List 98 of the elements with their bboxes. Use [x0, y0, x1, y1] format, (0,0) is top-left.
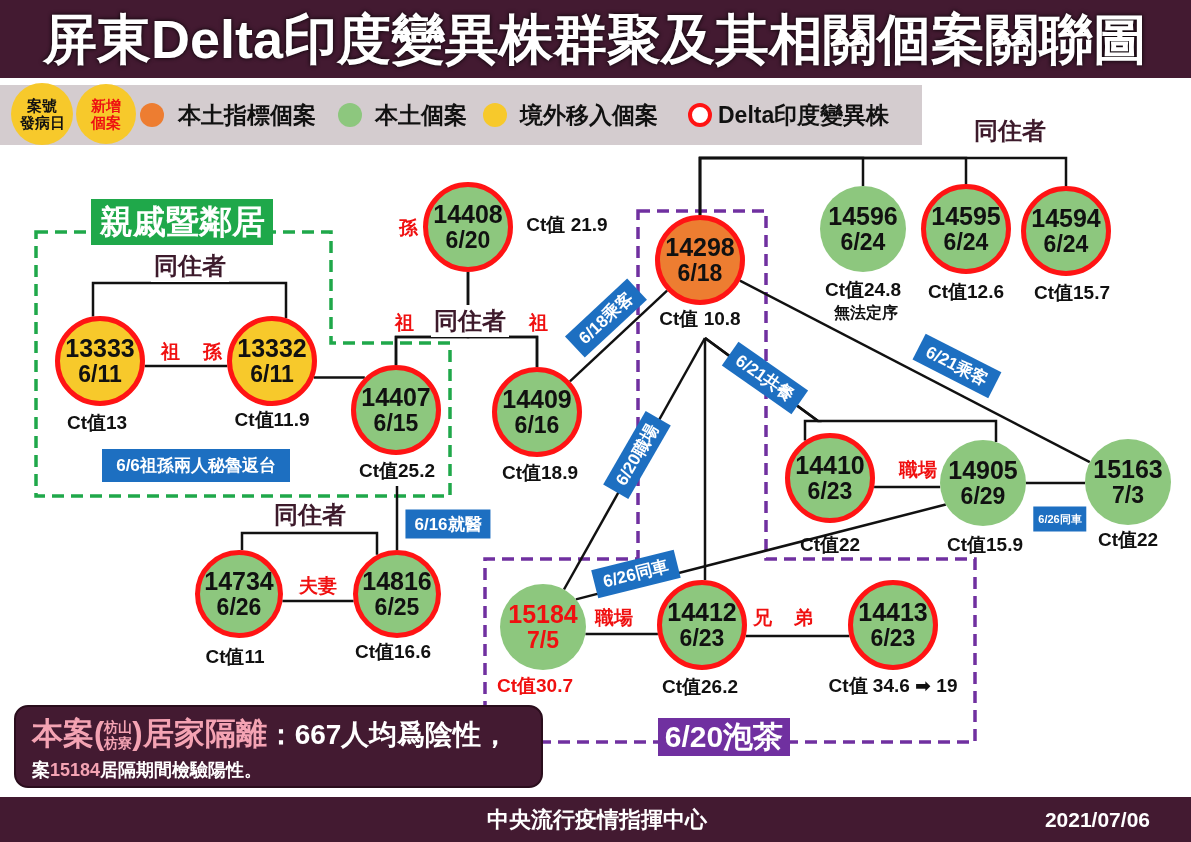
case-number: 15163 — [1093, 456, 1163, 483]
onset-date: 6/15 — [373, 411, 419, 436]
onset-date: 6/16 — [514, 413, 560, 438]
key-text: 發病日 — [19, 114, 65, 131]
case-number: 14410 — [795, 452, 865, 479]
connector-line — [703, 338, 707, 581]
case-number: 14734 — [204, 568, 274, 595]
note-text: 本案($^{枋山}$$_{枋寮}$)居家隔離：667人均爲陰性， — [32, 715, 510, 753]
case-number: 13332 — [237, 335, 307, 362]
onset-date: 6/11 — [78, 362, 122, 387]
onset-date: 6/26 — [216, 595, 262, 620]
ct-value: Ct值26.2 — [662, 676, 738, 698]
case-number: 14595 — [931, 203, 1001, 230]
onset-date: 7/5 — [527, 628, 559, 653]
relation-label: 孫 — [398, 217, 418, 239]
case-number: 14596 — [828, 203, 898, 230]
connector-line — [240, 531, 379, 555]
ct-value: Ct值11 — [205, 646, 265, 668]
date-text: 2021/07/06 — [1044, 808, 1150, 832]
connector-line — [874, 485, 941, 489]
edge-label: 夫妻 — [299, 574, 337, 598]
edge-label: 同住者 — [151, 250, 229, 282]
edge-label: 6/26同車 — [1033, 506, 1087, 532]
edge-label: 職場 — [899, 458, 937, 482]
ct-value: Ct值 34.6 ➡ 19 — [828, 675, 958, 697]
edge-label: 6/26同車 — [591, 549, 681, 599]
relation-label: 孫 — [202, 341, 222, 363]
onset-date: 7/3 — [1112, 483, 1144, 508]
onset-date: 6/25 — [374, 595, 420, 620]
connector-line — [585, 632, 658, 636]
connector-line — [282, 599, 354, 603]
relation-label: 弟 — [793, 607, 813, 629]
case-number: 14816 — [362, 568, 432, 595]
ct-value: Ct值22 — [1097, 529, 1159, 551]
onset-date: 6/24 — [1043, 232, 1089, 257]
onset-date: 6/18 — [677, 261, 723, 286]
ct-value: Ct值16.6 — [355, 641, 431, 663]
onset-date: 6/20 — [445, 228, 491, 253]
ct-value: Ct值12.6 — [928, 281, 1004, 303]
case-number: 13333 — [65, 335, 135, 362]
legend-label: 本土指標個案 — [178, 100, 316, 130]
relation-label: 兄 — [752, 607, 772, 629]
key-text: 新增個案 — [90, 97, 122, 131]
connector-line — [739, 279, 1091, 464]
legend-label: 境外移入個案 — [520, 100, 658, 130]
onset-date: 6/24 — [840, 230, 886, 255]
ct-value: Ct值15.7 — [1034, 282, 1110, 304]
connector-line — [745, 634, 850, 638]
connector-line — [1026, 481, 1085, 485]
onset-date: 6/24 — [943, 230, 989, 255]
ct-value: Ct值15.9 — [947, 534, 1023, 556]
connector-line — [313, 376, 365, 379]
edge-label: 同住者 — [431, 305, 509, 337]
case-number: 14409 — [502, 386, 572, 413]
case-number: 14412 — [667, 599, 737, 626]
case-number: 14408 — [433, 201, 503, 228]
legend-label: 本土個案 — [375, 100, 467, 130]
ct-value: Ct值25.2 — [359, 460, 435, 482]
ct-value: Ct值 10.8 — [659, 308, 741, 330]
relation-label: 祖 — [528, 312, 548, 334]
case-number: 14298 — [665, 234, 735, 261]
connector-line — [91, 281, 288, 319]
ct-value: Ct值30.7 — [497, 675, 573, 697]
ct-value: Ct值13 — [66, 412, 128, 434]
onset-date: 6/23 — [679, 626, 725, 651]
onset-date: 6/23 — [870, 626, 916, 651]
case-number: 14594 — [1031, 205, 1101, 232]
connector-line — [144, 364, 228, 368]
relation-label: 祖 — [394, 312, 414, 334]
case-number: 14407 — [361, 384, 431, 411]
relation-label: 祖 — [160, 341, 180, 363]
onset-date: 6/23 — [807, 479, 853, 504]
case-number: 15184 — [508, 601, 578, 628]
case-number: 14413 — [858, 599, 928, 626]
connector-line — [698, 156, 1068, 215]
ct-value: Ct值11.9 — [234, 409, 310, 431]
note-text: 案15184居隔期間檢驗陽性。 — [32, 759, 263, 781]
title: 屏東Delta印度變異株群聚及其相關個案關聯圖 — [43, 7, 1147, 71]
edge-label: 6/21乘客 — [912, 333, 1002, 399]
case-circle — [655, 215, 745, 305]
edge-label: 6/16就醫 — [405, 509, 491, 539]
case-number: 14905 — [948, 457, 1018, 484]
note-tag: 6/6祖孫兩人秘魯返台 — [102, 449, 290, 482]
ct-value: Ct值18.9 — [502, 462, 578, 484]
ct-value: Ct值24.8 — [825, 279, 901, 301]
group-title: 親戚暨鄰居 — [91, 199, 273, 245]
connector-line — [569, 289, 668, 383]
connector-line — [395, 486, 399, 550]
key-text: 案號 — [27, 97, 57, 114]
footer-text: 中央流行疫情指揮中心 — [487, 806, 707, 834]
legend-label: Delta印度變異株 — [718, 100, 890, 130]
ct-value: Ct值 21.9 — [526, 214, 608, 236]
onset-date: 6/11 — [250, 362, 294, 387]
status-note: 無法定序 — [834, 302, 898, 322]
group-title: 6/20泡茶 — [658, 718, 790, 756]
note-panel — [14, 705, 543, 788]
onset-date: 6/29 — [960, 484, 1006, 509]
edge-label: 職場 — [595, 606, 633, 630]
